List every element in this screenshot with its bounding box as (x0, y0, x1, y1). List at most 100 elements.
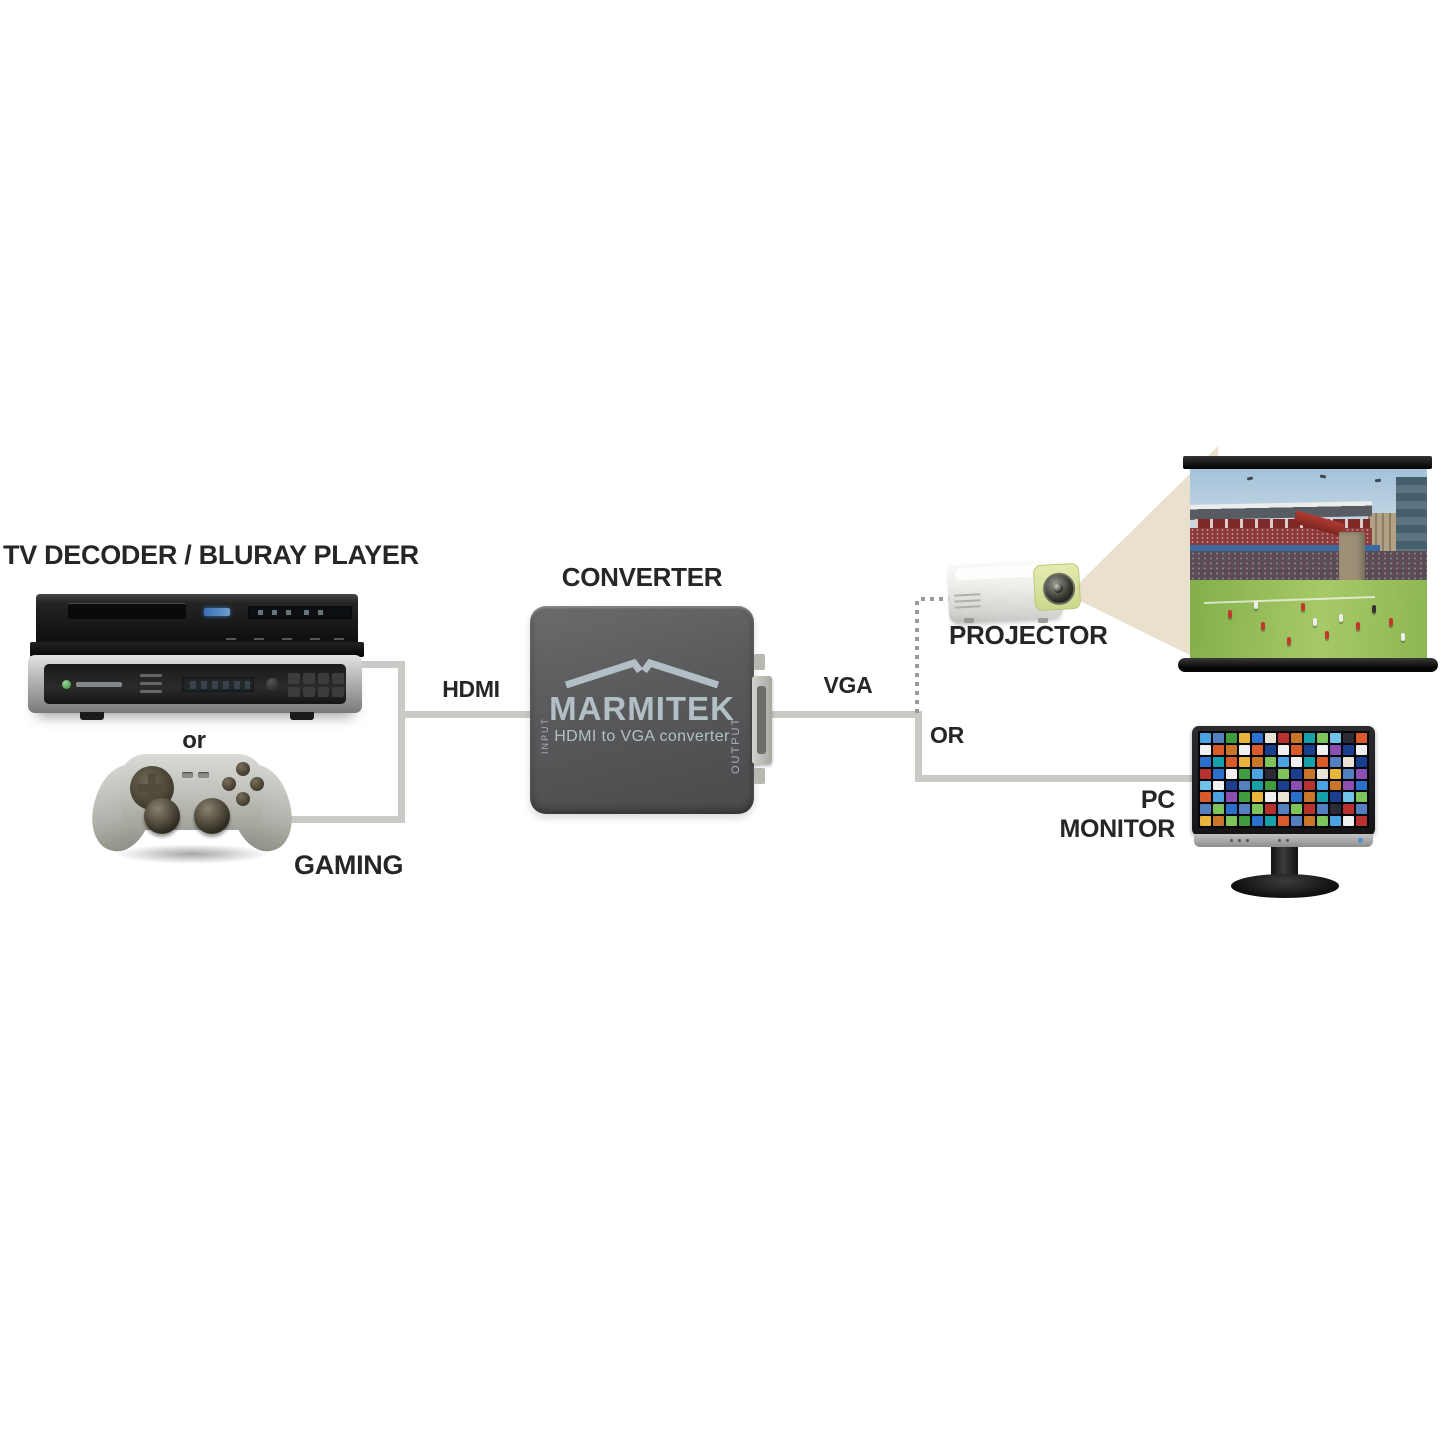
monitor-thumbnail (1356, 756, 1367, 767)
projection-beam (1076, 446, 1224, 672)
monitor-thumbnail (1252, 816, 1263, 826)
source-devices-label: TV DECODER / BLURAY PLAYER (3, 540, 419, 570)
pc-monitor (1192, 726, 1378, 898)
monitor-thumbnail (1200, 792, 1211, 803)
vga-screw-post (754, 768, 765, 784)
monitor-thumbnail (1304, 792, 1315, 803)
monitor-thumbnail (1265, 733, 1276, 743)
monitor-thumbnail (1200, 744, 1211, 755)
vga-label: VGA (823, 672, 873, 698)
monitor-thumbnail (1317, 780, 1328, 791)
decoder-display (182, 677, 254, 692)
monitor-thumbnail (1330, 744, 1341, 755)
monitor-thumbnail (1239, 804, 1250, 815)
projector-lens-icon (1042, 572, 1076, 606)
controller-face-button (250, 777, 264, 791)
decoder-brand-logo-icon (62, 680, 71, 689)
projector (946, 552, 1086, 632)
bluray-logo-icon (204, 608, 230, 616)
scene-blue-railing (1190, 545, 1380, 552)
projector-foot (1038, 618, 1048, 623)
screen-bottom-rod (1178, 658, 1438, 672)
monitor-thumbnail (1213, 792, 1224, 803)
monitor-thumbnail (1278, 804, 1289, 815)
bluray-player (36, 594, 358, 644)
scene-player-dot (1339, 614, 1344, 623)
scene-far-building (1367, 512, 1397, 559)
monitor-thumbnail (1252, 756, 1263, 767)
hdmi-label: HDMI (442, 676, 500, 702)
controller-left-analog-stick (144, 798, 180, 834)
monitor-thumbnail (1239, 768, 1250, 779)
monitor-thumbnail (1317, 768, 1328, 779)
scene-lower-crowd (1190, 551, 1427, 580)
converter-brand: MARMITEK (549, 690, 735, 727)
monitor-thumbnail (1213, 744, 1224, 755)
monitor-thumbnail (1304, 744, 1315, 755)
monitor-thumbnail (1278, 733, 1289, 743)
monitor-thumbnail (1291, 756, 1302, 767)
projector-label: PROJECTOR (949, 620, 1108, 650)
decoder-button-grid (288, 673, 344, 697)
scene-player-dot (1325, 631, 1330, 640)
monitor-thumbnail (1356, 768, 1367, 779)
monitor-thumbnail (1317, 756, 1328, 767)
monitor-thumbnail (1213, 733, 1224, 743)
monitor-thumbnail (1213, 804, 1224, 815)
decoder-foot (80, 712, 104, 720)
monitor-thumbnail (1317, 733, 1328, 743)
monitor-thumbnail (1252, 780, 1263, 791)
monitor-thumbnail (1252, 804, 1263, 815)
screen-top-bar (1183, 456, 1432, 469)
converter-output-label: OUTPUT (730, 716, 742, 774)
scene-player-dot (1261, 621, 1266, 630)
scene-player-dot (1372, 604, 1377, 613)
monitor-thumbnail (1356, 804, 1367, 815)
monitor-thumbnail (1265, 744, 1276, 755)
monitor-thumbnail (1252, 792, 1263, 803)
monitor-thumbnail (1213, 756, 1224, 767)
monitor-thumbnail (1200, 756, 1211, 767)
monitor-thumbnail (1291, 792, 1302, 803)
controller-face-button (236, 792, 250, 806)
decoder-front-panel (44, 664, 346, 704)
hdmi-line-decoder (352, 661, 404, 668)
scene-pitch (1190, 579, 1427, 660)
decoder-foot (290, 712, 314, 720)
monitor-thumbnail (1330, 792, 1341, 803)
converter-input-label: INPUT (540, 717, 550, 754)
monitor-thumbnail (1265, 816, 1276, 826)
hdmi-line-to-converter (398, 711, 534, 718)
monitor-thumbnail (1343, 792, 1354, 803)
monitor-thumbnail (1265, 756, 1276, 767)
monitor-thumbnail (1252, 744, 1263, 755)
monitor-thumbnail (1330, 733, 1341, 743)
vga-screw-post (754, 654, 765, 670)
or-upper-label: OR (930, 722, 964, 748)
controller-face-button (222, 777, 236, 791)
monitor-thumbnail (1278, 744, 1289, 755)
monitor-thumbnail (1252, 733, 1263, 743)
converter-label: CONVERTER (561, 562, 723, 592)
monitor-thumbnail (1239, 733, 1250, 743)
decoder-power-button (266, 678, 279, 691)
monitor-thumbnail (1226, 792, 1237, 803)
monitor-thumbnail (1200, 816, 1211, 826)
screen-stadium-image (1190, 469, 1427, 660)
monitor-thumbnail (1213, 816, 1224, 826)
bluray-base (30, 642, 364, 657)
hdmi-line-vertical (398, 661, 405, 823)
monitor-thumbnail (1278, 780, 1289, 791)
monitor-thumbnail (1252, 768, 1263, 779)
monitor-thumbnail (1343, 768, 1354, 779)
monitor-thumbnail (1239, 744, 1250, 755)
monitor-thumbnail (1356, 816, 1367, 826)
monitor-thumbnail (1304, 780, 1315, 791)
monitor-thumbnail (1265, 792, 1276, 803)
pc-monitor-label: PC MONITOR (1059, 786, 1176, 843)
monitor-thumbnail (1356, 744, 1367, 755)
monitor-thumbnail (1330, 816, 1341, 826)
game-controller (82, 742, 302, 867)
monitor-thumbnail (1239, 792, 1250, 803)
